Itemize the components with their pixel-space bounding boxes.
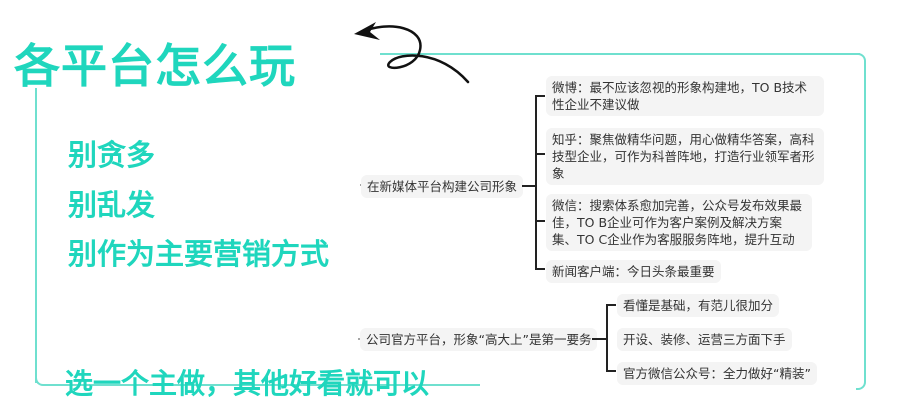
connector xyxy=(535,95,545,97)
mindmap-branch-1: 在新媒体平台构建公司形象 xyxy=(361,175,524,198)
frame-right-border xyxy=(856,53,866,390)
bottom-note: 选一个主做，其他好看就可以 xyxy=(65,367,430,400)
bracket xyxy=(535,95,537,269)
mindmap-node-setup: 开设、装修、运营三方面下手 xyxy=(617,328,792,351)
tip-2: 别乱发 xyxy=(68,188,156,222)
mindmap-node-understand: 看懂是基础，有范儿很加分 xyxy=(617,294,780,317)
connector xyxy=(535,153,545,155)
frame-bottom-border xyxy=(45,384,480,386)
mindmap-node-weibo: 微博：最不应该忽视的形象构建地，TO B技术性企业不建议做 xyxy=(546,76,824,116)
bracket xyxy=(606,304,608,372)
mindmap-node-official-wechat: 官方微信公众号：全力做好“精装” xyxy=(617,362,817,385)
mindmap-branch-2: 公司官方平台，形象“高大上”是第一要务 xyxy=(360,328,598,351)
tip-1: 别贪多 xyxy=(68,138,156,172)
frame-top-border xyxy=(380,53,860,55)
branch-dot xyxy=(358,338,360,340)
mindmap-node-wechat: 微信：搜索体系愈加完善，公众号发布效果最佳，TO B企业可作为客户案例及解决方案… xyxy=(546,194,812,251)
mindmap-node-news: 新闻客户端：今日头条最重要 xyxy=(546,260,721,283)
frame-left-border xyxy=(35,88,37,383)
connector xyxy=(606,370,616,372)
connector xyxy=(592,338,608,340)
curly-arrow-icon xyxy=(354,22,470,84)
mindmap-node-zhihu: 知乎：聚焦做精华问题，用心做精华答案，高科技型企业，可作为科普阵地，打造行业领军… xyxy=(546,128,824,185)
connector xyxy=(606,304,616,306)
page-title: 各平台怎么玩 xyxy=(14,39,296,93)
connector xyxy=(535,220,545,222)
frame-corner xyxy=(35,372,47,386)
tip-3: 别作为主要营销方式 xyxy=(68,237,330,271)
connector xyxy=(522,185,536,187)
connector xyxy=(535,268,545,270)
